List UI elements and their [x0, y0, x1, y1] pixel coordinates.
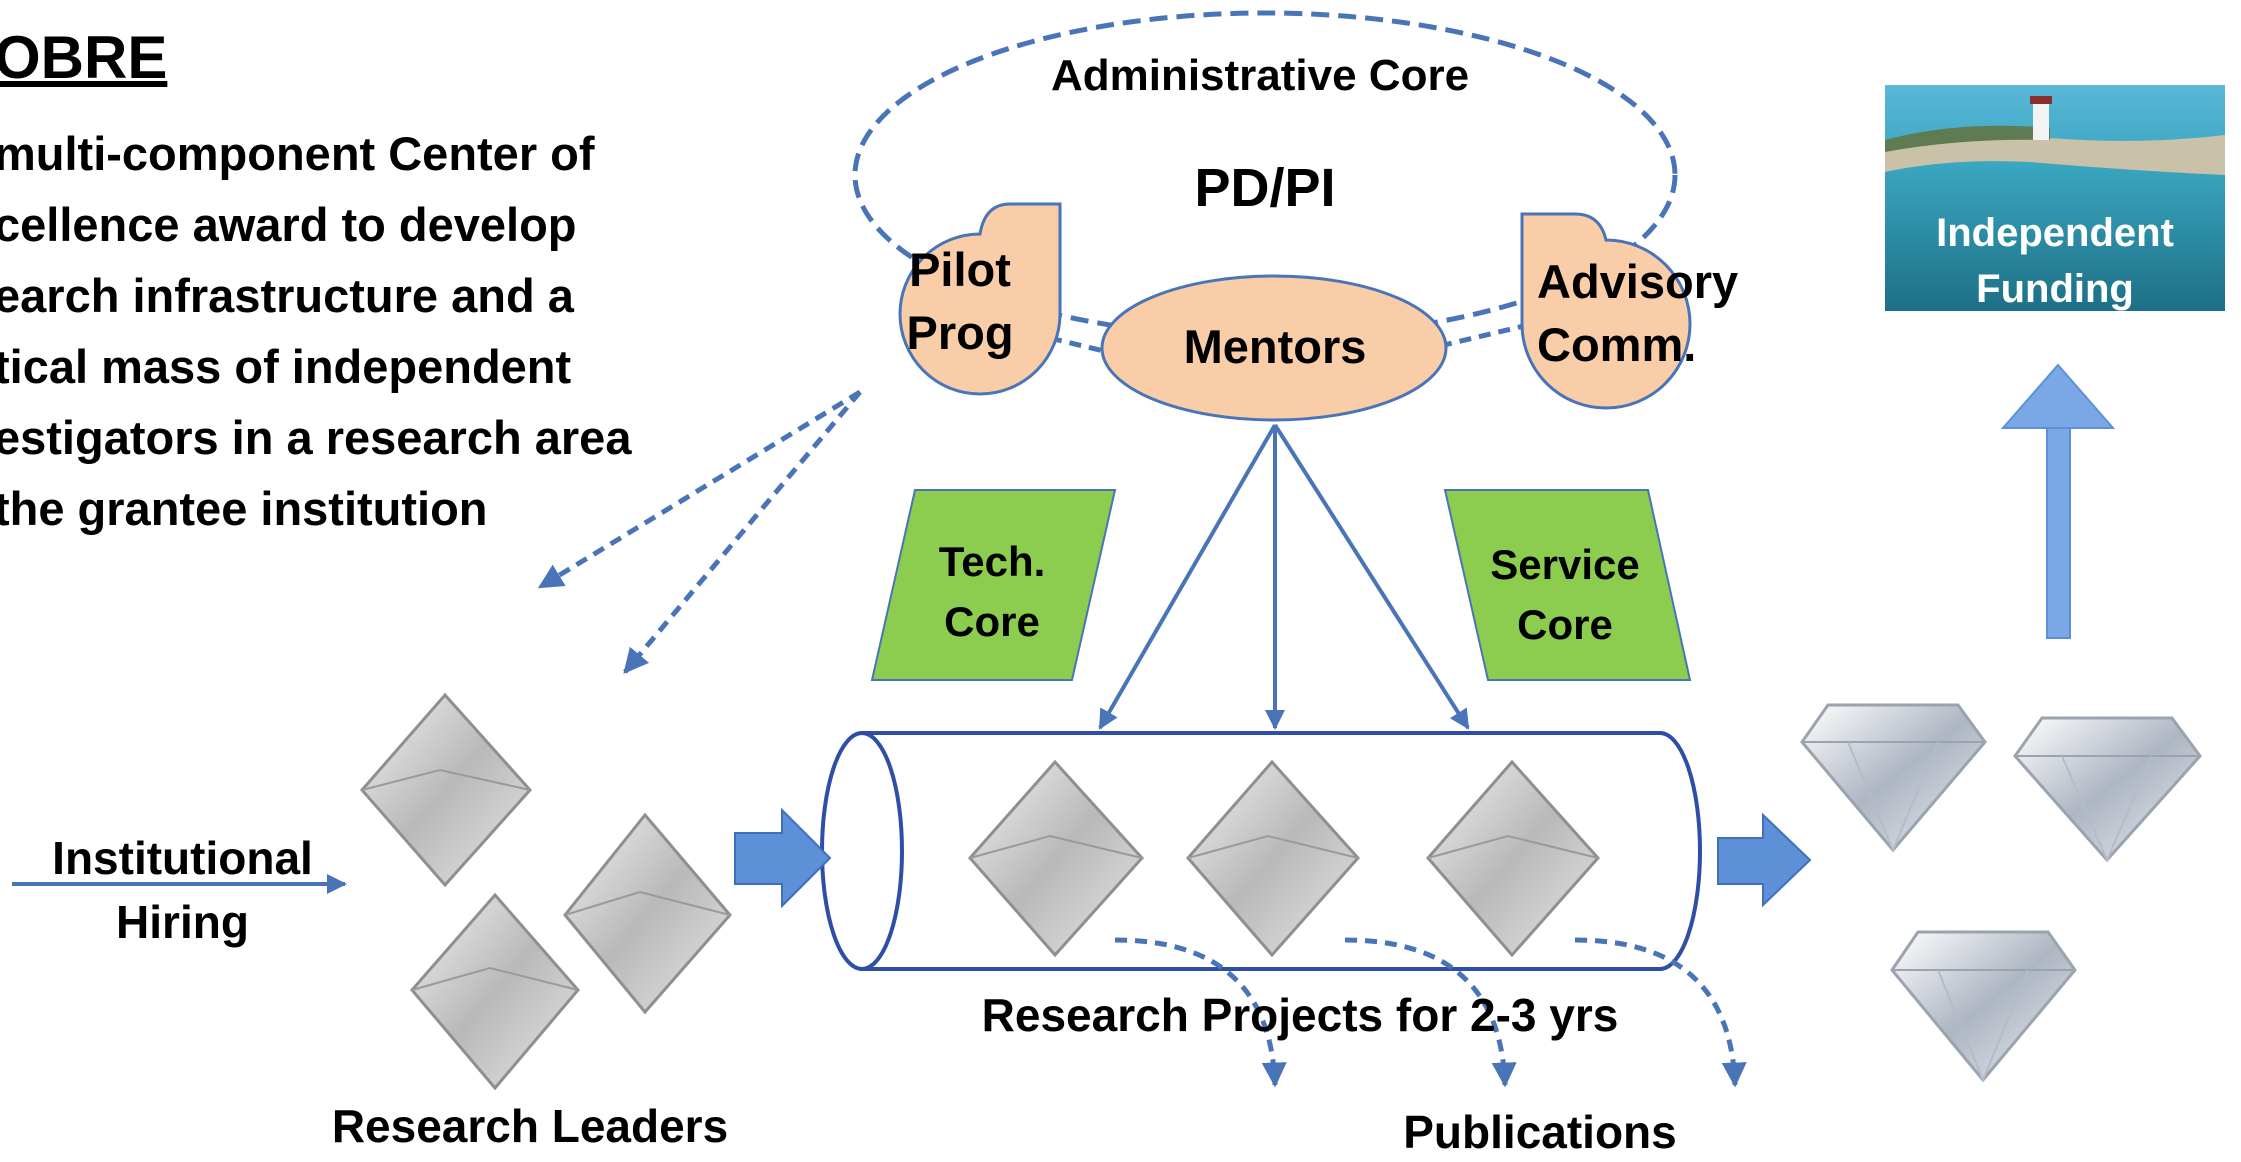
mentor-arrow-left [1098, 423, 1277, 730]
intro-title: OBRE [0, 24, 168, 91]
rough-gem [1426, 759, 1601, 958]
publication-curve-3 [1574, 937, 1747, 1088]
funding-line: Funding [1976, 267, 2134, 311]
intro-line: tical mass of independent [0, 340, 572, 393]
connector-pilot-mentors [1049, 335, 1109, 355]
intro-line: cellence award to develop [0, 198, 577, 251]
mentor-arrow-right [1273, 423, 1470, 730]
tech-core-label: Tech. Core [912, 532, 1072, 652]
advisory-comm-shape [1520, 212, 1692, 410]
mentors-ellipse [1100, 274, 1448, 422]
pilot-arrow-2 [623, 390, 862, 674]
cut-diamond [1800, 703, 1987, 853]
pilot-prog-shape [898, 202, 1062, 396]
service-core-shape [1443, 489, 1692, 681]
advisory-comm-label: Advisory Comm. [1537, 250, 1747, 376]
cut-diamond [2013, 716, 2202, 863]
mentors-label: Mentors [1183, 320, 1367, 373]
intro-line: the grantee institution [0, 482, 488, 535]
research-projects-label: Research Projects for 2-3 yrs [981, 989, 1619, 1041]
independent-funding-label: Independent Funding [1885, 205, 2225, 317]
hiring-line: Hiring [116, 896, 249, 948]
arrow-to-pipeline [734, 807, 832, 909]
intro-description: multi-component Center of cellence award… [0, 118, 631, 544]
pilot-arrow-1 [537, 389, 862, 590]
arrow-to-funding [2000, 363, 2116, 639]
intro-line: multi-component Center of [0, 127, 595, 180]
publication-curve-2 [1344, 937, 1517, 1088]
rough-gem [1186, 759, 1361, 958]
institutional-hiring-label: Institutional Hiring [20, 826, 345, 954]
rough-gem [360, 692, 533, 888]
hiring-line: Institutional [52, 832, 313, 884]
tech-core-shape [870, 489, 1117, 681]
service-core-line: Service [1490, 541, 1640, 588]
advisory-comm-line: Comm. [1537, 318, 1697, 371]
intro-line: earch infrastructure and a [0, 269, 574, 322]
publication-curve-1 [1114, 937, 1287, 1088]
tech-core-line: Core [944, 598, 1040, 645]
tech-core-line: Tech. [938, 538, 1046, 585]
advisory-comm-line: Advisory [1537, 255, 1739, 308]
pilot-prog-line: Pilot [909, 243, 1011, 296]
pilot-prog-line: Prog [906, 306, 1014, 359]
rough-gem [410, 892, 580, 1091]
publications-label: Publications [1403, 1106, 1677, 1158]
rough-gem [968, 759, 1145, 958]
research-leaders-label: Research Leaders [331, 1100, 729, 1152]
admin-core-title: Administrative Core [1050, 51, 1470, 100]
rough-gem [563, 812, 732, 1015]
pilot-prog-label: Pilot Prog [890, 238, 1030, 364]
funding-line: Independent [1936, 211, 2174, 255]
service-core-line: Core [1517, 601, 1613, 648]
pdpi-label: PD/PI [1194, 158, 1336, 218]
connector-mentors-advisory [1439, 322, 1529, 349]
intro-line: estigators in a research area [0, 411, 632, 464]
service-core-label: Service Core [1480, 535, 1650, 655]
cut-diamond [1890, 930, 2077, 1083]
independent-funding-banner [1885, 85, 2225, 311]
arrow-to-diamonds [1717, 812, 1812, 908]
